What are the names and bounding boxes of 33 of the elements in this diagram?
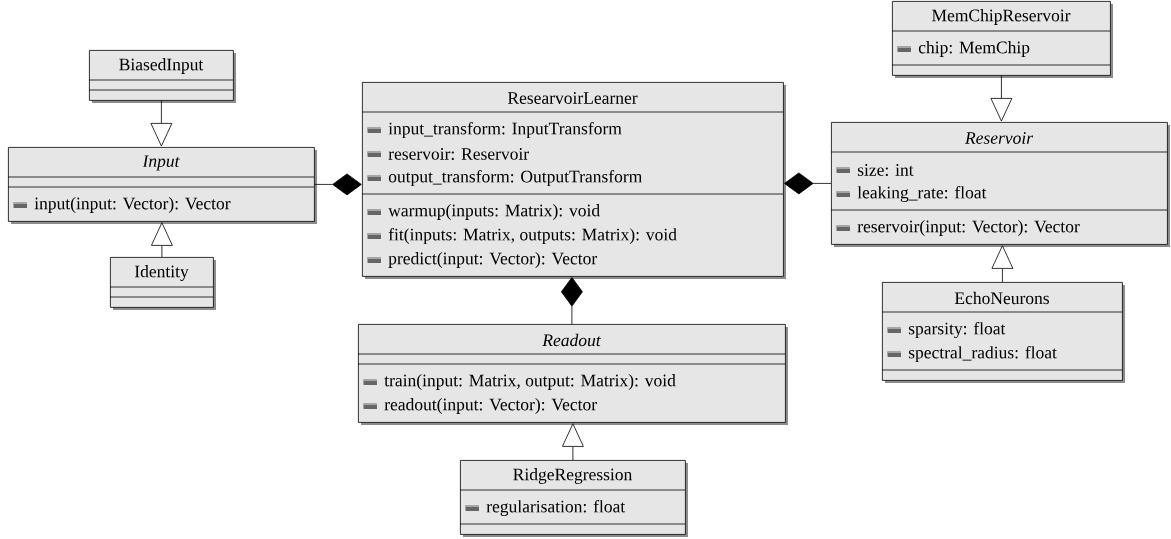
member-text: output_transform: OutputTransform [388, 170, 643, 187]
arrow [151, 222, 173, 258]
arrow [314, 173, 362, 196]
member-text: reservoir: Reservoir [388, 148, 529, 160]
arrow [562, 423, 584, 461]
member-text: readout(input: Vector): Vector [384, 398, 597, 414]
class-name: EchoNeurons [954, 291, 1049, 305]
member-text: reservoir(input: Vector): Vector [857, 220, 1080, 236]
class-name: RidgeRegression [513, 468, 633, 484]
arrow [561, 277, 583, 325]
class-name: Reservoir [964, 132, 1034, 144]
member-text: train(input: Matrix, output: Matrix): void [384, 374, 676, 390]
member-text: warmup(inputs: Matrix): void [388, 204, 600, 220]
class-name: Identity [134, 265, 189, 281]
member-text: size: int [857, 164, 914, 176]
class-name: MemChipReservoir [932, 9, 1071, 25]
member-text: input_transform: InputTransform [388, 122, 622, 139]
member-text: input(input: Vector): Vector [34, 197, 231, 213]
member-text: sparsity: float [908, 321, 1006, 339]
member-text: regularisation: float [486, 499, 626, 517]
class-name: ResearvoirLearner [507, 92, 638, 104]
member-text: fit(inputs: Matrix, outputs: Matrix): void [388, 228, 677, 245]
member-text: predict(input: Vector): Vector [388, 252, 598, 268]
member-text: leaking_rate: float [857, 185, 987, 203]
arrow [150, 100, 173, 147]
arrow [991, 245, 1014, 283]
class-name: Readout [542, 333, 601, 347]
class-name: BiasedInput [119, 58, 204, 74]
arrow [990, 75, 1013, 122]
arrow [784, 172, 832, 195]
member-text: chip: MemChip [918, 41, 1030, 57]
member-text: spectral_radius: float [908, 346, 1057, 363]
class-name: Input [142, 155, 180, 171]
